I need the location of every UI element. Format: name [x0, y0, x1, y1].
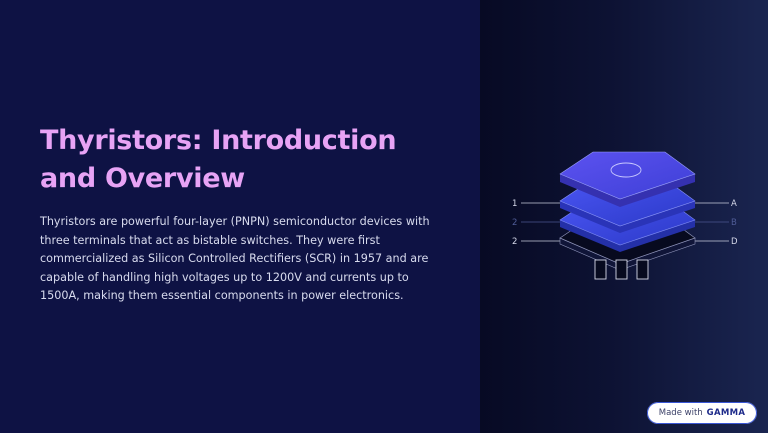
made-with-gamma-badge[interactable]: Made with GAMMA: [647, 402, 757, 424]
layer-two-side: [560, 201, 695, 233]
thyristor-layers-illustration: 1 2 2 A B D: [512, 151, 738, 280]
label-right-d: D: [731, 237, 738, 247]
gamma-logo: GAMMA: [706, 408, 746, 418]
slide-body-text: Thyristors are powerful four-layer (PNPN…: [40, 215, 430, 303]
slide-title: Thyristors: Introduction and Overview: [40, 125, 397, 194]
terminal-pin-3: [636, 259, 649, 280]
layer-top: [559, 151, 696, 200]
terminal-pin-2: [615, 259, 628, 280]
badge-prefix: Made with: [658, 408, 703, 418]
layer-three-side: [560, 220, 695, 252]
label-left-2: 2: [512, 218, 517, 228]
label-right-a: A: [731, 199, 737, 209]
terminal-pin-1: [594, 259, 607, 280]
layer-top-side: [560, 174, 695, 207]
label-left-3: 2: [512, 237, 517, 247]
content-panel: Thyristors: Introduction and Overview Th…: [40, 125, 430, 303]
label-left-1: 1: [512, 199, 517, 209]
label-right-b: B: [731, 218, 737, 228]
top-contact-ring: [610, 162, 642, 178]
